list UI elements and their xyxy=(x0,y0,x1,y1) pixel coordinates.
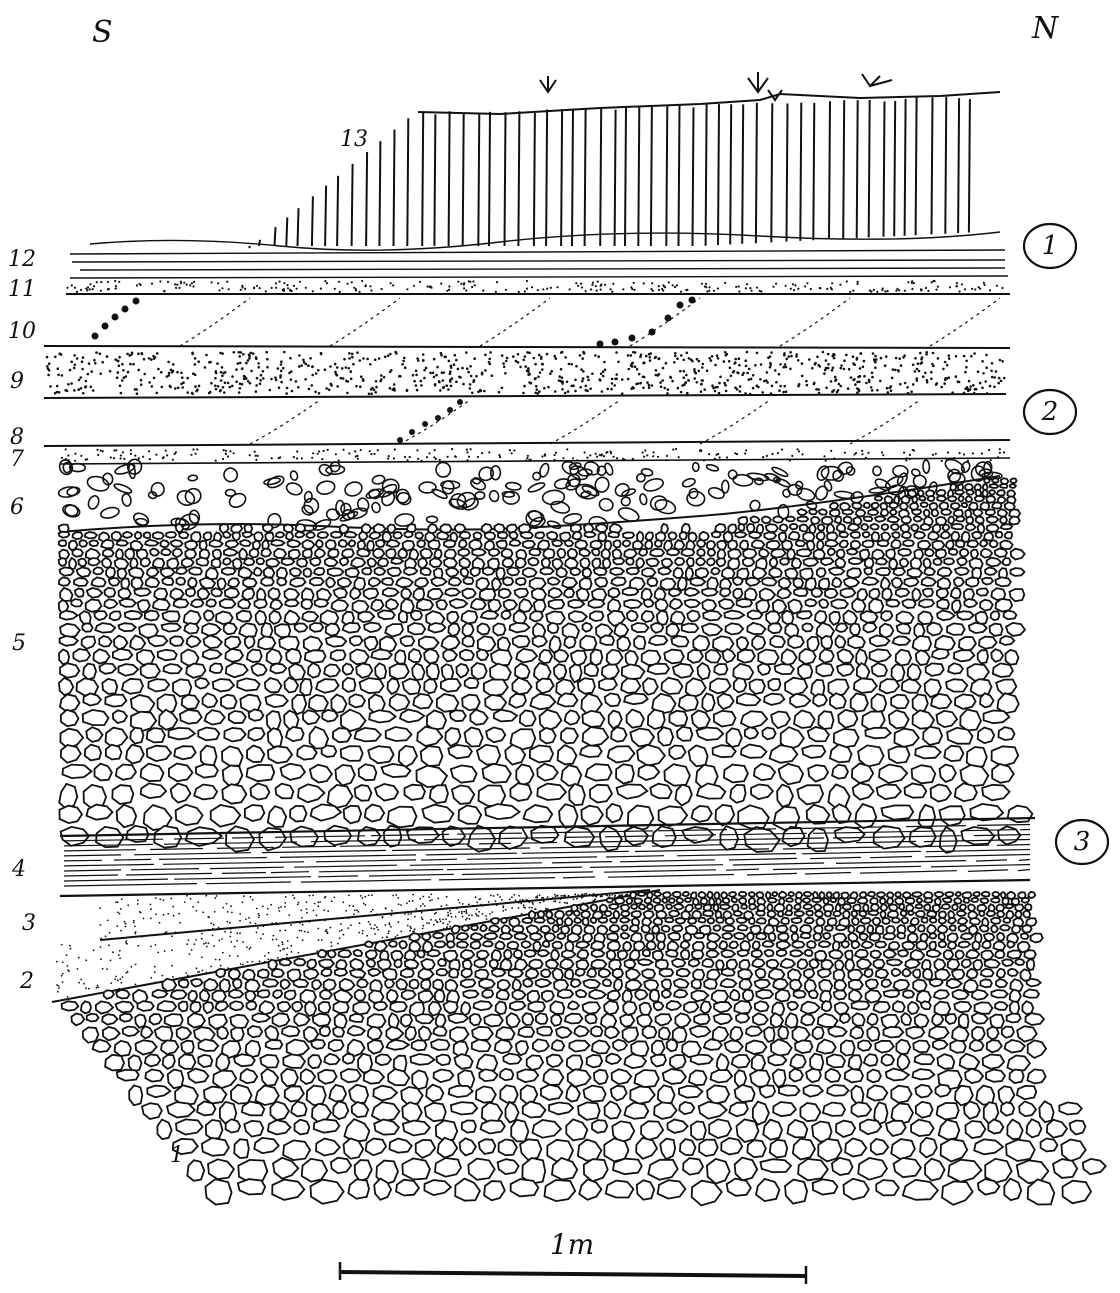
scale-bar: 1m xyxy=(340,1228,806,1284)
layer-12 xyxy=(70,232,1008,278)
layer-label-9: 9 xyxy=(10,369,24,394)
layer-label-6: 6 xyxy=(10,495,24,520)
layer-label-13: 13 xyxy=(340,127,368,152)
circled-markers xyxy=(1024,224,1108,864)
layer-1-gravel xyxy=(62,892,1106,1206)
layer-label-5: 5 xyxy=(12,631,26,656)
layer-5-gravel xyxy=(59,476,1033,853)
layer-label-11: 11 xyxy=(8,277,36,302)
layer-11 xyxy=(66,280,1010,294)
layer-label-10: 10 xyxy=(8,319,36,344)
vegetation-marks xyxy=(540,72,892,100)
layer-label-2: 2 xyxy=(19,969,34,994)
layer-label-1: 1 xyxy=(170,1143,184,1168)
layer-13-soil xyxy=(249,92,1000,248)
layer-8 xyxy=(44,399,1010,446)
direction-south: S xyxy=(92,15,113,50)
layer-label-4: 4 xyxy=(11,857,26,882)
circled-marker-1: 1 xyxy=(1042,231,1059,261)
layer-label-8: 8 xyxy=(10,425,24,450)
layer-10 xyxy=(44,297,1010,349)
scale-bar-label: 1m xyxy=(550,1228,594,1261)
layer-label-3: 3 xyxy=(22,911,36,936)
direction-north: N xyxy=(1031,11,1060,46)
layer-label-12: 12 xyxy=(8,247,36,272)
layer-label-7: 7 xyxy=(10,447,24,472)
circled-marker-2: 2 xyxy=(1041,397,1059,427)
layer-7 xyxy=(60,448,1010,464)
circled-marker-3: 3 xyxy=(1074,827,1091,857)
layer-9 xyxy=(44,351,1006,398)
